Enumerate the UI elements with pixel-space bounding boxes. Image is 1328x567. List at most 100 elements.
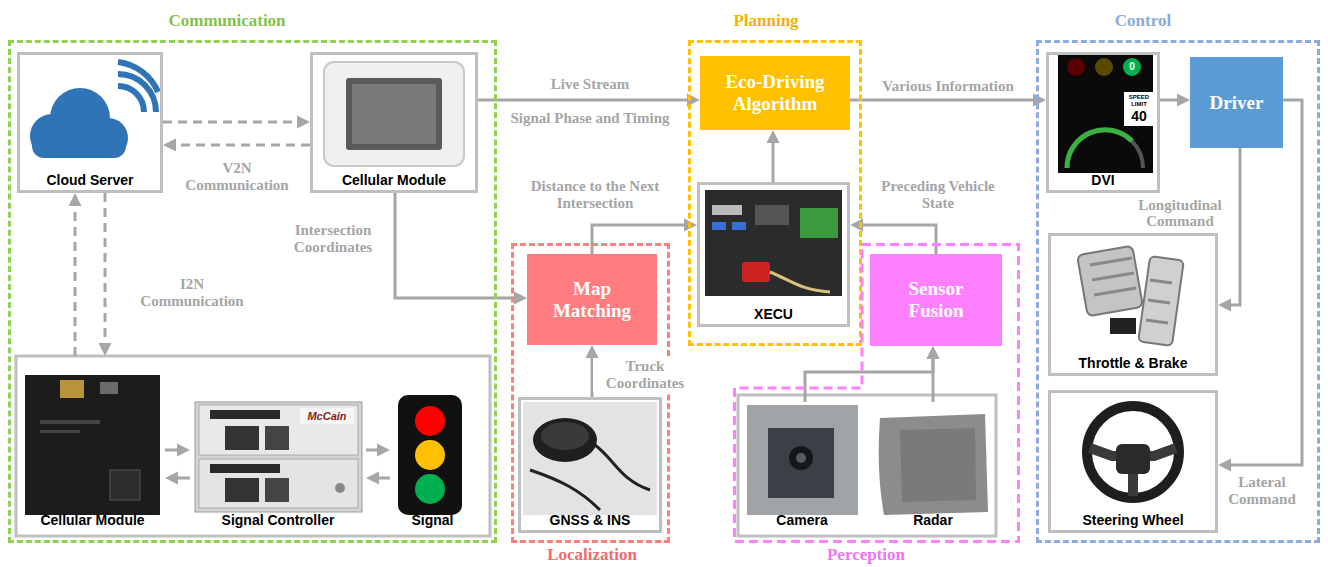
gnss-photo (523, 402, 657, 515)
arrowhead (177, 444, 190, 457)
group-frame: LocalizationMap MatchingGNSS & INS (511, 243, 670, 543)
arrowhead (377, 444, 390, 457)
connector (163, 116, 310, 129)
connector-line (850, 99, 1036, 102)
edge-label: Intersection Coordinates (281, 222, 385, 256)
arrowhead (297, 116, 310, 129)
caption: Cellular Module (40, 512, 144, 528)
group-outline-path (735, 245, 1019, 542)
camera-photo (747, 405, 858, 515)
caption: Signal Controller (222, 512, 335, 528)
caption: XECU (754, 306, 793, 322)
cellular-device (25, 375, 160, 515)
arrowhead (165, 472, 178, 485)
connector (927, 346, 940, 402)
image-item: Radar (874, 402, 992, 530)
process-box: Map Matching (527, 254, 657, 345)
group-title: Control (1115, 12, 1171, 30)
connector-line (173, 144, 310, 147)
connector-line (478, 99, 690, 102)
box-label: Driver (1196, 92, 1278, 114)
arrowhead (586, 345, 599, 358)
arrowhead (366, 472, 379, 485)
traffic-light-icon (398, 395, 462, 515)
group-frame: PerceptionSensor FusionCameraRadar (733, 243, 1020, 543)
connector-line (860, 225, 936, 254)
edge-label: Lateral Command (1220, 474, 1304, 508)
group-title: Localization (547, 546, 637, 564)
caption: GNSS & INS (550, 512, 631, 528)
connector (165, 444, 190, 457)
connector (850, 94, 1046, 107)
image-box: Cloud Server (17, 52, 163, 193)
connector (366, 472, 390, 485)
arrowhead (927, 346, 940, 359)
connector-line (163, 121, 300, 124)
connector (1160, 94, 1190, 107)
connector (99, 193, 112, 356)
connector (366, 444, 390, 457)
caption: DVI (1091, 172, 1114, 188)
connector (163, 139, 310, 152)
connector-line (1228, 100, 1302, 465)
image-box: Steering Wheel (1048, 390, 1218, 533)
process-box: Eco-Driving Algorithm (700, 56, 850, 130)
group-title: Communication (168, 12, 285, 30)
arrowhead (1033, 94, 1046, 107)
arrowhead (767, 130, 780, 143)
connector (767, 130, 780, 182)
sign-number: 40 (1131, 108, 1147, 124)
caption: Radar (913, 512, 953, 528)
radar-photo (879, 414, 988, 515)
connector (805, 346, 940, 402)
image-box: GNSS & INS (518, 397, 662, 533)
edge-label: Preceding Vehicle State (864, 178, 1013, 212)
connector (1218, 100, 1302, 472)
steering-wheel-icon (1087, 406, 1179, 498)
computer-photo (705, 190, 842, 296)
group-frame: ControlDVIDriverThrottle & BrakeSteering… (1036, 40, 1320, 543)
connector (165, 472, 190, 485)
arrowhead (1177, 94, 1190, 107)
image-item: Signal (390, 390, 475, 530)
arrowhead (69, 193, 82, 206)
group-title: Planning (733, 12, 798, 30)
connector (592, 219, 697, 255)
edge-label: Various Information (880, 78, 1016, 95)
image-box: Throttle & Brake (1048, 233, 1218, 376)
caption: Cloud Server (46, 172, 133, 188)
signal-controller-photo (195, 402, 362, 512)
arrowhead (1218, 459, 1231, 472)
caption: Cellular Module (342, 172, 446, 188)
edge-label: Truck Coordinates (593, 358, 697, 392)
group-frame: PlanningEco-Driving AlgorithmXECU (688, 40, 862, 346)
connector-line (592, 225, 687, 254)
edge-label: Longitudinal Command (1128, 197, 1232, 229)
arrowhead (1218, 299, 1231, 312)
caption: Steering Wheel (1082, 512, 1183, 528)
note-label: Signal Phase and Timing (508, 110, 671, 127)
box-label: Sensor Fusion (870, 278, 1002, 322)
cellular-device (324, 62, 464, 166)
edge-label: Live Stream (549, 76, 631, 93)
connector-line (805, 356, 933, 402)
image-item: Camera (743, 402, 861, 530)
arrowhead (99, 343, 112, 356)
dvi-screen (1058, 55, 1154, 173)
caption: Signal (411, 512, 453, 528)
arrowhead (163, 139, 176, 152)
connector-line (772, 140, 775, 182)
connector (1218, 148, 1240, 312)
image-box: Cellular Module (310, 52, 478, 193)
panel-outline (738, 395, 996, 536)
connector-line (104, 193, 107, 346)
connector (69, 193, 82, 356)
pedals-photo (1077, 246, 1184, 346)
group-title: Perception (827, 546, 905, 564)
panel-outline (16, 356, 490, 536)
connector-line (932, 356, 935, 402)
image-item: Cellular Module (20, 356, 165, 530)
box-label: Eco-Driving Algorithm (700, 71, 850, 115)
process-box: Driver (1190, 57, 1283, 148)
connector-line (395, 193, 517, 298)
